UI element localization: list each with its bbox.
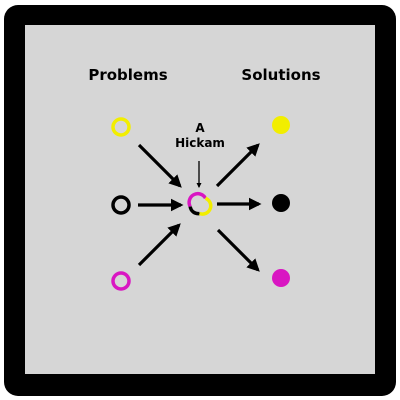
diagram-panel	[25, 25, 375, 374]
solutions-heading: Solutions	[241, 66, 321, 84]
solution-node-yellow	[272, 116, 290, 134]
hub-segment-magenta	[187, 191, 208, 208]
center-label-line-1: A	[195, 121, 205, 135]
center-hub-node	[187, 191, 213, 216]
center-label: A Hickam	[175, 121, 225, 151]
solution-node-black	[272, 194, 290, 212]
arrow-hub-to-solution-yellow	[215, 143, 260, 188]
problem-node-yellow	[111, 117, 131, 137]
problems-heading: Problems	[88, 66, 168, 84]
problem-node-black	[111, 195, 131, 215]
hub-segment-yellow	[198, 196, 213, 216]
arrow-hub-to-solution-magenta	[216, 228, 260, 272]
arrow-problem-yellow-to-hub	[137, 143, 182, 188]
hub-segment-black	[188, 206, 200, 216]
solution-node-magenta	[272, 269, 290, 287]
center-label-line-2: Hickam	[175, 136, 225, 150]
arrow-problem-magenta-to-hub	[137, 223, 181, 267]
problem-node-magenta	[111, 271, 131, 291]
